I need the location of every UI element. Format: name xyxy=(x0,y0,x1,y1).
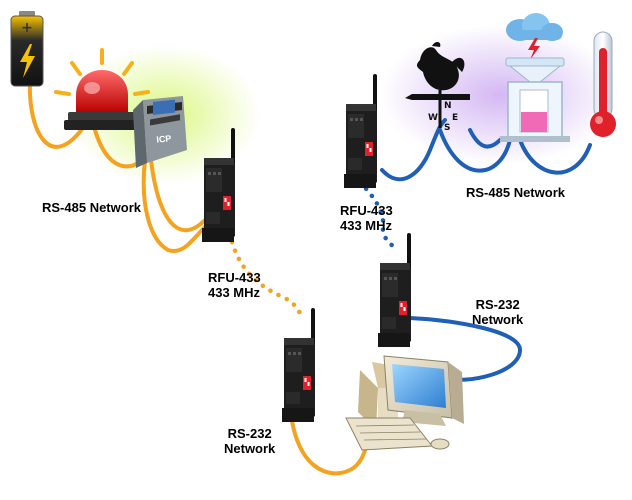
rs232-right-network: Network xyxy=(472,312,524,327)
rs232-network-label-bottom: RS-232 Network xyxy=(224,426,275,456)
rs232-bottom-network: Network xyxy=(224,441,276,456)
svg-text:S: S xyxy=(444,123,450,133)
computer-icon xyxy=(345,355,464,451)
battery-icon: + xyxy=(10,11,44,87)
alarm-light-icon xyxy=(54,48,150,130)
rs485-network-label-right: RS-485 Network xyxy=(466,185,565,200)
rfu-right-freq: 433 MHz xyxy=(340,218,393,233)
rs232-right-type: RS-232 xyxy=(475,297,520,312)
rs485-right-text: RS-485 Network xyxy=(466,185,565,200)
svg-text:E: E xyxy=(452,113,458,123)
icp-io-module-icon: ICP xyxy=(133,96,187,168)
weathervane-icon: N W E S xyxy=(405,41,470,133)
rs485-left-text: RS-485 Network xyxy=(42,200,141,215)
blue-rf-link xyxy=(357,179,399,253)
rfu-left-freq: 433 MHz xyxy=(208,285,261,300)
rfu-device-top-right xyxy=(344,74,377,188)
rs232-bottom-type: RS-232 xyxy=(227,426,272,441)
thermometer-icon xyxy=(590,31,616,137)
rfu-right-model: RFU-433 xyxy=(340,203,393,218)
blue-rs485-cables xyxy=(380,118,592,182)
icp-badge: ICP xyxy=(156,133,172,145)
rfu-device-middle-right xyxy=(378,233,411,347)
svg-text:W: W xyxy=(428,113,438,123)
blue-rs232-cable xyxy=(408,316,523,382)
svg-text:N: N xyxy=(444,101,452,111)
svg-text:+: + xyxy=(21,20,33,36)
rs232-network-label-right: RS-232 Network xyxy=(472,297,523,327)
rfu-label-left: RFU-433 433 MHz xyxy=(208,270,261,300)
rs485-network-label-left: RS-485 Network xyxy=(42,200,141,215)
rfu-label-right: RFU-433 433 MHz xyxy=(340,203,393,233)
rfu-left-model: RFU-433 xyxy=(208,270,261,285)
rfu-device-bottom xyxy=(282,308,315,422)
orange-rf-link xyxy=(229,239,303,323)
rain-gauge-icon xyxy=(500,13,570,142)
